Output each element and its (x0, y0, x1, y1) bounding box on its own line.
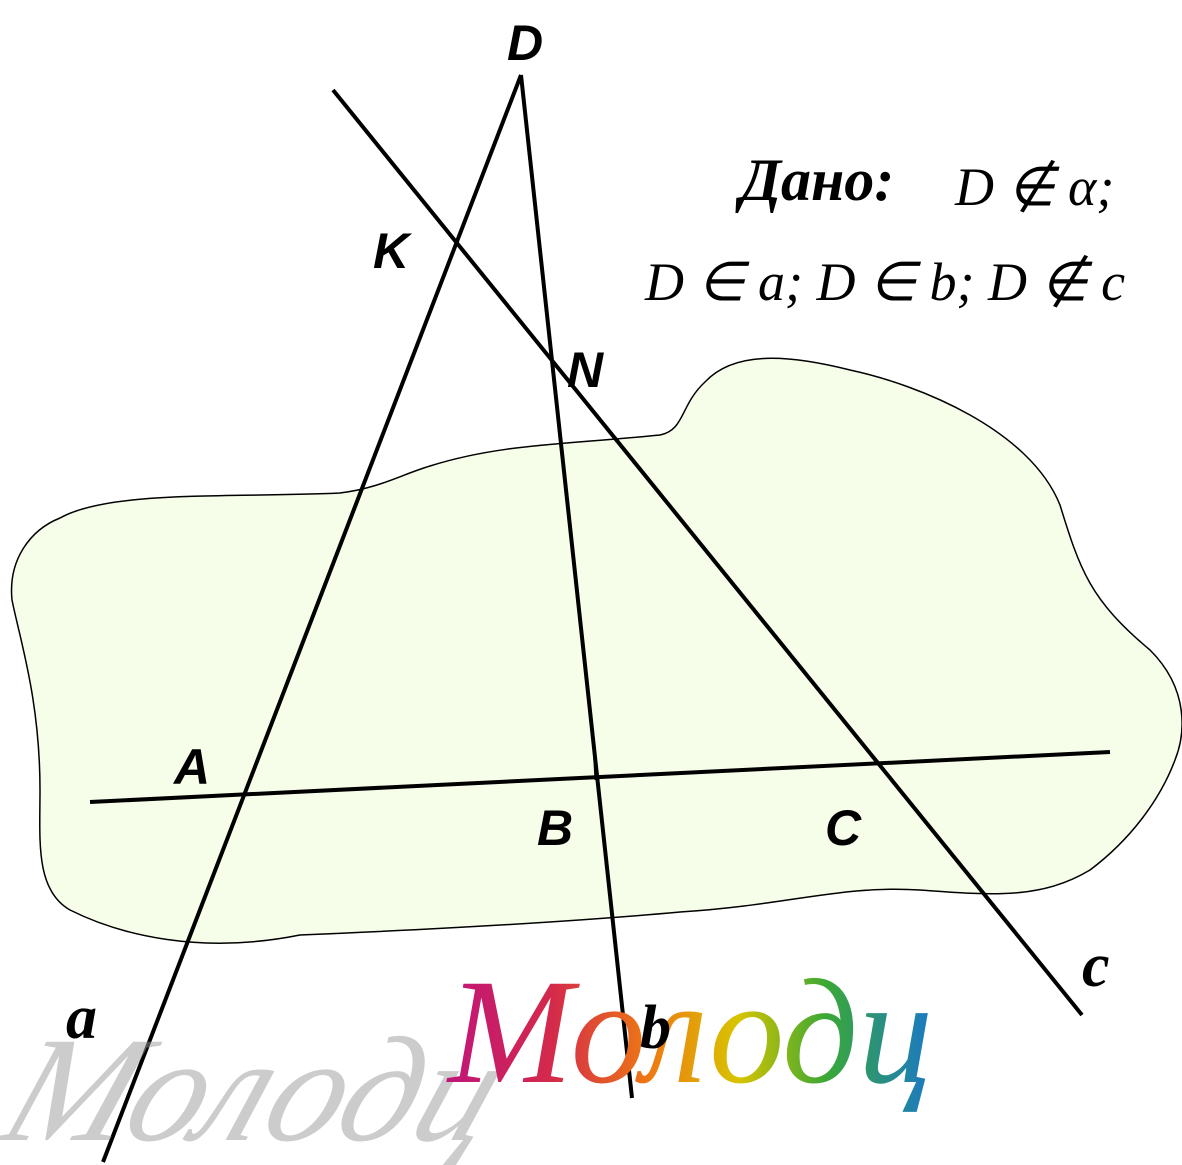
line-a-label: a (66, 984, 97, 1052)
point-b-label: B (537, 800, 573, 856)
given-title: Дано: (735, 147, 894, 213)
given-line-2: D ∈ a; D ∈ b; D ∉ c (644, 252, 1125, 312)
praise-text: Молодц (446, 949, 933, 1115)
point-d-label: D (507, 15, 543, 71)
line-b (519, 74, 634, 1099)
line-a (101, 74, 523, 1163)
point-a-label: A (172, 739, 210, 795)
praise-shadow: Молодц (0, 1006, 529, 1165)
line-abc (89, 750, 1111, 804)
point-n-label: N (567, 342, 604, 398)
line-c (331, 88, 1084, 1017)
point-k-label: K (373, 223, 413, 279)
line-b-label: b (640, 994, 671, 1062)
plane-alpha (10, 357, 1182, 944)
tick-b (592, 744, 598, 781)
given-line-1: D ∉ α; (954, 157, 1114, 217)
point-c-label: C (825, 800, 862, 856)
line-c-label: c (1082, 932, 1110, 1000)
